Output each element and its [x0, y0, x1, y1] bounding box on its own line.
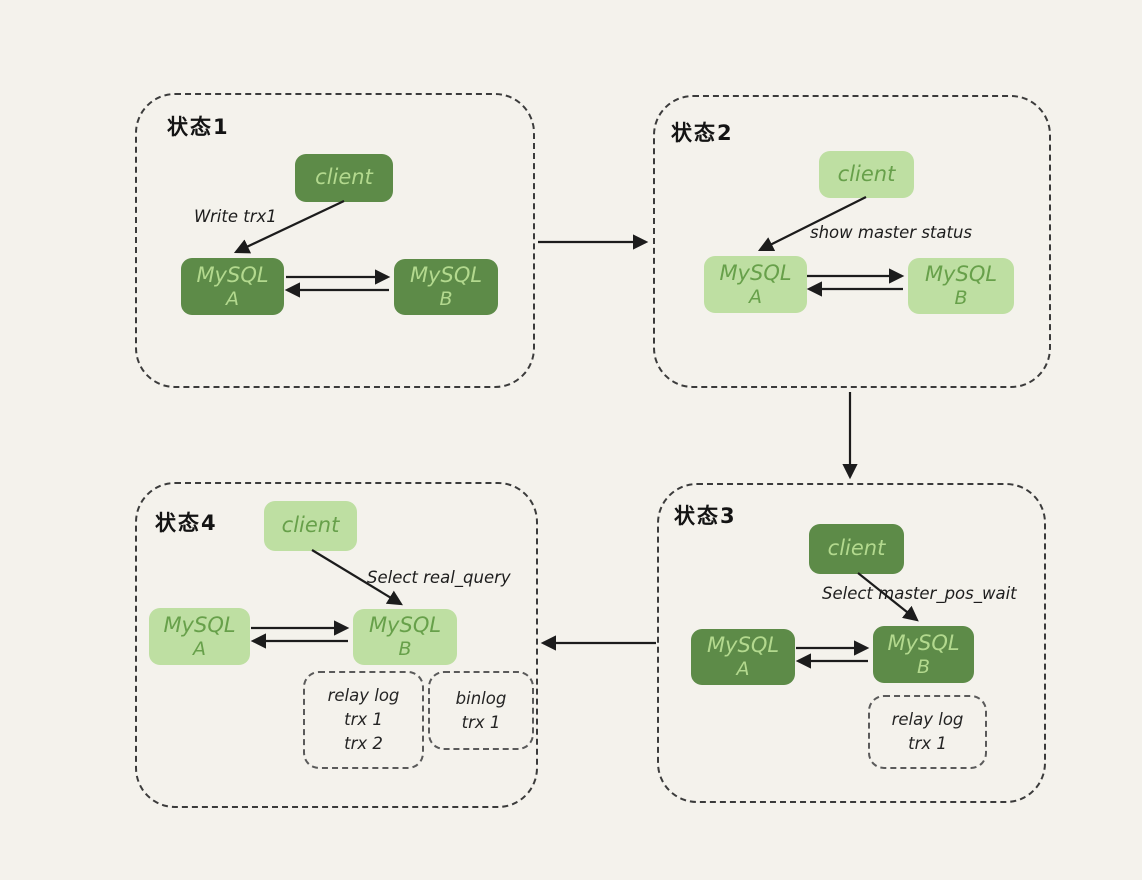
state-2-label: 状态2 [671, 121, 734, 145]
state-4-label: 状态4 [155, 511, 218, 535]
state-3-panel: 状态3 client Select master_pos_wait MySQL … [657, 483, 1046, 803]
mysql-b-name: MySQL [409, 263, 483, 287]
state-1-label: 状态1 [167, 115, 230, 139]
log-entry: trx 1 [908, 734, 947, 753]
state-2-mysql-b-node: MySQL B [908, 258, 1014, 314]
state-4-client-node: client [264, 501, 357, 551]
state-3-label: 状态3 [674, 504, 737, 528]
mysql-a-name: MySQL [163, 612, 236, 637]
mysql-b-name: MySQL [887, 630, 960, 655]
mysql-a-id: A [193, 637, 206, 660]
state-4-mysql-a-node: MySQL A [149, 608, 250, 665]
mysql-a-id: A [226, 287, 239, 310]
state-3-mysql-a-node: MySQL A [691, 629, 795, 685]
mysql-b-id: B [398, 638, 412, 661]
state-3-client-node: client [809, 524, 904, 574]
mysql-a-name: MySQL [719, 260, 792, 285]
state-4-binlog-box: binlog trx 1 [428, 671, 534, 750]
state-1-action-label: Write trx1 [194, 207, 277, 226]
mysql-b-name: MySQL [924, 262, 998, 286]
state-3-relay-log-box: relay log trx 1 [868, 695, 987, 769]
mysql-a-name: MySQL [706, 633, 780, 657]
state-4-mysql-b-node: MySQL B [353, 609, 457, 665]
log-title: relay log [327, 686, 400, 706]
state-2-action-label: show master status [810, 223, 973, 242]
mysql-a-id: A [736, 658, 750, 681]
mysql-b-id: B [916, 655, 931, 678]
log-title: binlog [455, 688, 507, 708]
mysql-a-id: A [749, 285, 762, 308]
state-1-mysql-b-node: MySQL B [394, 259, 498, 315]
state-1-client-node: client [295, 154, 393, 202]
log-entry: trx 1 [344, 710, 383, 730]
state-2-client-node: client [819, 151, 914, 198]
state-4-panel: 状态4 client Select real_query MySQL A MyS… [135, 482, 538, 808]
state-2-mysql-a-node: MySQL A [704, 256, 807, 313]
state-1-panel: 状态1 client Write trx1 MySQL A MySQL B [135, 93, 535, 388]
state-4-action-label: Select real_query [367, 568, 511, 587]
log-entry: trx 1 [461, 712, 501, 732]
mysql-a-name: MySQL [196, 262, 269, 287]
state-3-mysql-b-node: MySQL B [873, 626, 974, 683]
state-3-action-label: Select master_pos_wait [822, 584, 1017, 603]
log-title: relay log [891, 710, 964, 730]
mysql-b-name: MySQL [368, 613, 442, 637]
state-1-mysql-a-node: MySQL A [181, 258, 284, 315]
mysql-b-id: B [954, 287, 968, 310]
log-entry: trx 2 [344, 733, 383, 753]
state-2-panel: 状态2 client show master status MySQL A My… [653, 95, 1051, 388]
state-4-relay-log-box: relay log trx 1 trx 2 [303, 671, 424, 769]
mysql-b-id: B [439, 288, 453, 311]
